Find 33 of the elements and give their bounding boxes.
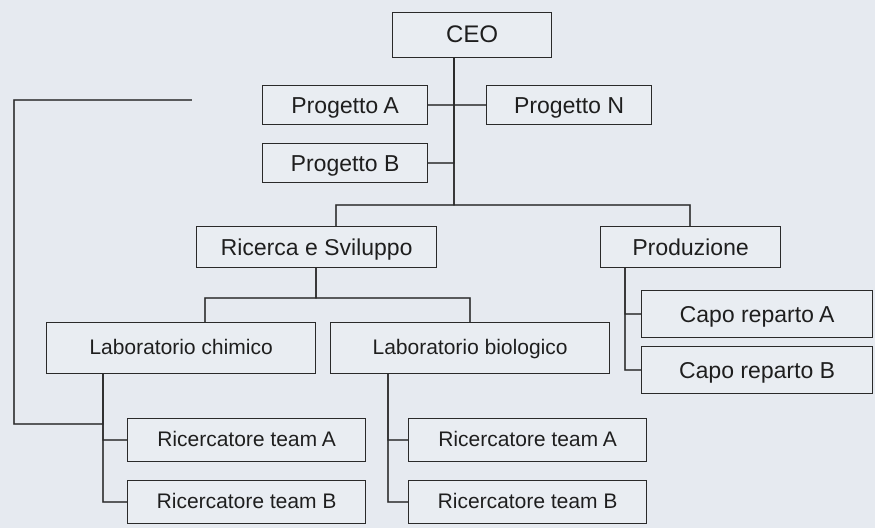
connector-line [624,268,641,371]
box-label: Ricercatore team A [157,428,336,452]
connector-line [453,58,691,226]
connector-line [315,268,471,322]
org-box [46,322,316,374]
box-label: Laboratorio chimico [89,336,273,360]
org-box [262,85,428,125]
org-box [486,85,652,125]
box-label: Ricercatore team B [156,490,336,514]
connector-line [13,99,192,425]
org-box [641,346,873,394]
org-box [408,480,647,524]
org-box [127,418,366,462]
box-label: Progetto A [291,92,399,118]
box-label: Ricercatore team A [438,428,617,452]
box-label: Capo reparto A [680,300,834,328]
box-label: CEO [446,21,498,49]
box-label: Produzione [632,234,749,260]
org-box [127,480,366,524]
box-label: Ricercatore team B [438,490,618,514]
org-box [196,226,437,268]
org-box [262,143,428,183]
connector-line [387,374,408,503]
org-box [408,418,647,462]
box-label: Capo reparto B [679,356,835,384]
box-label: Progetto B [290,150,400,176]
org-box [330,322,610,374]
box-label: Ricerca e Sviluppo [220,234,412,260]
org-box [641,290,873,338]
org-box [600,226,781,268]
box-label: Laboratorio biologico [372,336,568,360]
org-box [392,12,552,58]
box-label: Progetto N [514,92,624,118]
